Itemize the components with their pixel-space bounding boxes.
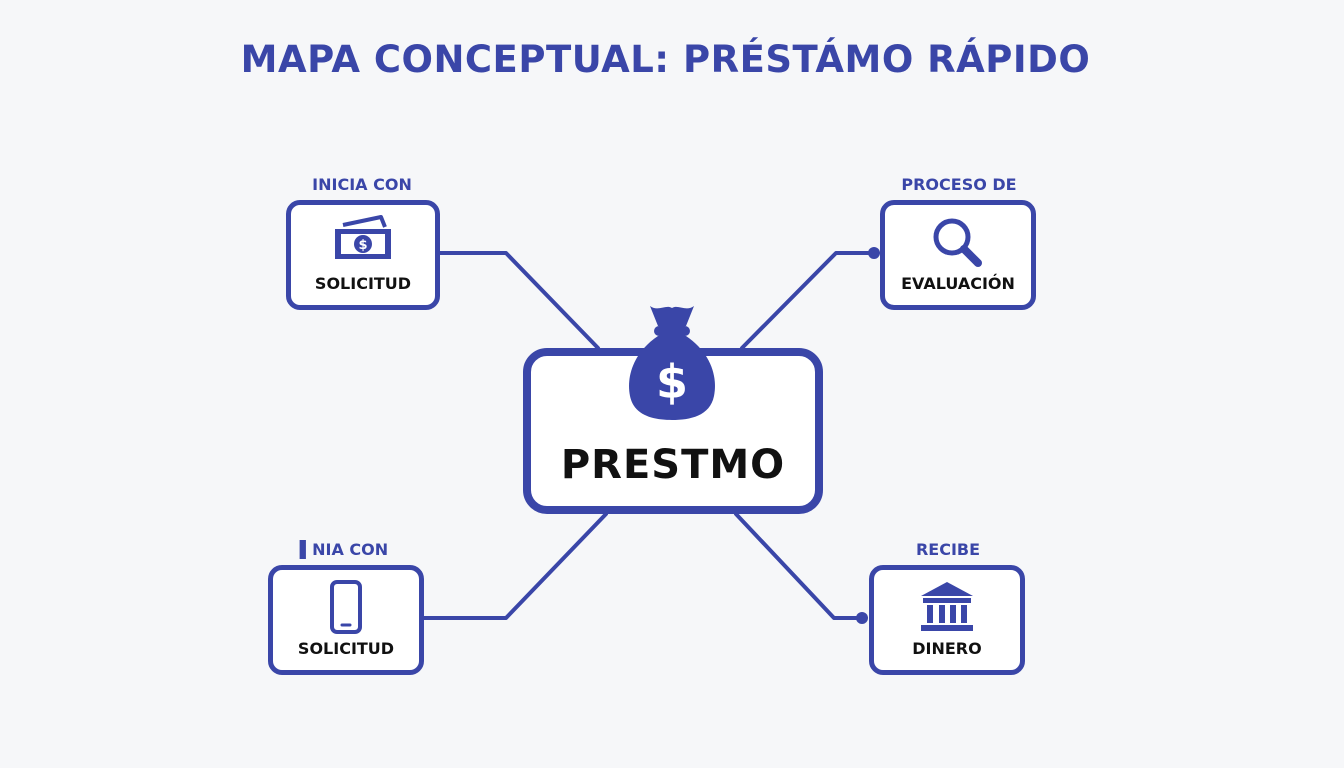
node-caption-solicitud-bottom: ▌NIA CON xyxy=(299,540,389,559)
svg-text:$: $ xyxy=(358,238,367,253)
money-bag-icon: $ xyxy=(629,306,715,420)
node-caption-evaluacion: PROCESO DE xyxy=(901,175,1017,194)
node-label-solicitud-top: SOLICITUD xyxy=(314,274,412,293)
link-evaluacion xyxy=(740,251,876,350)
node-evaluacion: EVALUACIÓN xyxy=(880,200,1036,310)
magnifier-icon xyxy=(933,218,982,267)
node-dinero: DINERO xyxy=(869,565,1025,675)
node-caption-solicitud-top: INICIA CON xyxy=(312,175,412,194)
diagram-title: MAPA CONCEPTUAL: PRÉSTÁMO RÁPIDO xyxy=(240,38,1091,81)
node-label-solicitud-bottom: SOLICITUD xyxy=(297,639,395,658)
link-dinero xyxy=(734,512,864,620)
smartphone-icon xyxy=(330,580,362,634)
link-solicitud-bottom xyxy=(422,512,608,620)
link-dot-dinero xyxy=(856,612,868,624)
banknote-icon: $ xyxy=(335,215,391,259)
node-solicitud-top: $ SOLICITUD xyxy=(286,200,440,310)
node-label-evaluacion: EVALUACIÓN xyxy=(901,274,1015,293)
node-label-dinero: DINERO xyxy=(912,639,982,658)
link-solicitud-top xyxy=(438,251,600,350)
bank-icon xyxy=(921,582,973,631)
node-solicitud-bottom: SOLICITUD xyxy=(268,565,424,675)
svg-text:$: $ xyxy=(656,355,688,409)
center-label: PRESTMO xyxy=(560,442,786,488)
link-dot-evaluacion xyxy=(868,247,880,259)
node-caption-dinero: RECIBE xyxy=(915,540,981,559)
